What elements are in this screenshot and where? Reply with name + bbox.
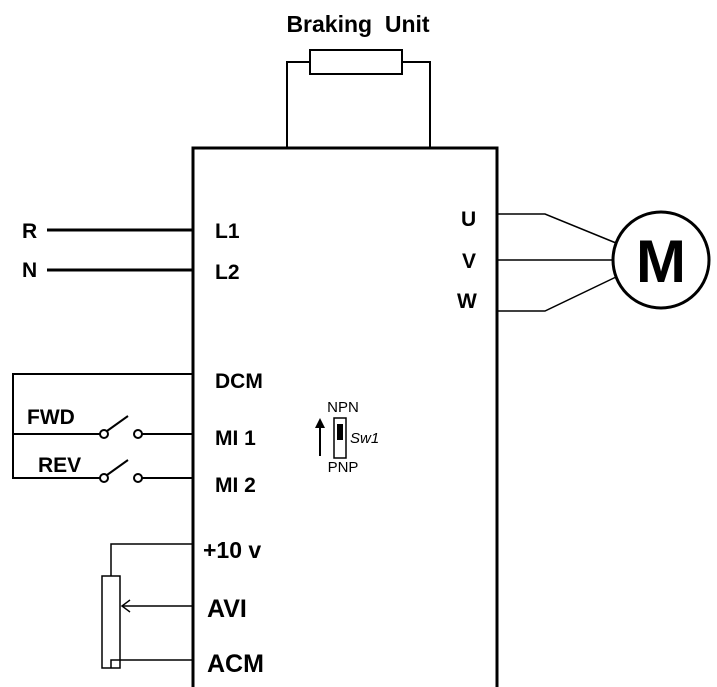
terminal-mi2: MI 2 [215, 474, 256, 497]
fwd-contact-left [99, 429, 109, 439]
drive-enclosure [191, 146, 499, 687]
potentiometer-body [101, 575, 121, 669]
terminal-l2: L2 [215, 261, 240, 284]
fwd-contact-right [133, 429, 143, 439]
rev-contact-right [133, 473, 143, 483]
braking-wire-left [286, 61, 310, 148]
terminal-u: U [461, 208, 476, 231]
terminal-l1: L1 [215, 220, 240, 243]
output-w-wire [497, 276, 617, 312]
rev-label: REV [38, 454, 81, 477]
motor-label: M [636, 228, 686, 295]
output-u-wire [497, 213, 617, 244]
dcm-common-wire [12, 373, 193, 479]
terminal-acm: ACM [207, 650, 264, 678]
switch-arrow-icon [315, 418, 325, 428]
braking-resistor [309, 49, 403, 75]
braking-wire-right [402, 61, 431, 148]
braking-unit-label: Braking Unit [286, 11, 429, 37]
terminal-w: W [457, 290, 477, 313]
input-r-label: R [22, 220, 37, 243]
switch-name-label: Sw1 [350, 430, 379, 447]
motor-circle [611, 210, 711, 310]
terminal-plus10v: +10 v [203, 537, 261, 563]
pot-wiper-arrow-icon [120, 599, 131, 613]
terminal-avi: AVI [207, 595, 247, 623]
input-n-label: N [22, 259, 37, 282]
switch-npn-label: NPN [327, 399, 359, 416]
terminal-mi1: MI 1 [215, 427, 256, 450]
pot-top-wire [110, 543, 193, 576]
dip-switch-lever [337, 424, 343, 440]
fwd-switch-blade [106, 415, 129, 432]
rev-contact-left [99, 473, 109, 483]
switch-pnp-label: PNP [328, 459, 359, 476]
terminal-dcm: DCM [215, 370, 263, 393]
rev-switch-blade [106, 459, 129, 476]
pot-bottom-wire [110, 659, 193, 668]
fwd-label: FWD [27, 406, 75, 429]
terminal-v: V [462, 250, 476, 273]
